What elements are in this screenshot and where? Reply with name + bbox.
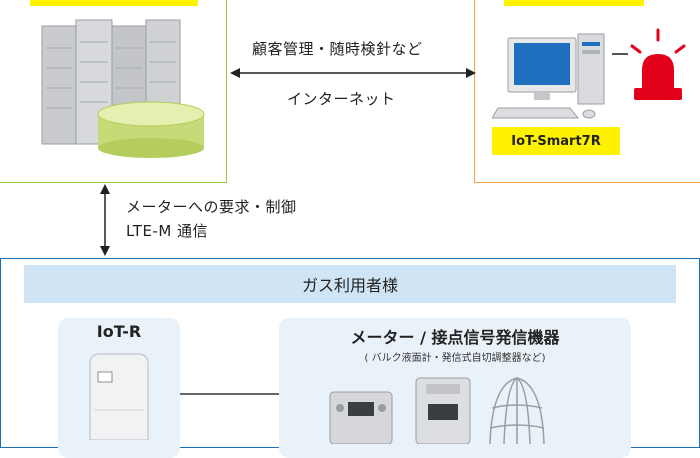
alarm-light-icon xyxy=(630,28,686,100)
gas-meter-icon xyxy=(329,391,393,444)
client-model-label: IoT-Smart7R xyxy=(492,127,620,155)
meter-panel-title: メーター / 接点信号発信機器 xyxy=(350,328,560,347)
meter-panel-note: ( バルク液面計・発信式自切調整器など) xyxy=(364,353,546,364)
connection-request-label: メーターへの要求・制御 xyxy=(126,198,297,216)
internet-arrow xyxy=(230,68,476,78)
bulk-gauge-icon xyxy=(489,377,545,444)
alarm-cable xyxy=(612,53,628,55)
connection-top-label: 顧客管理・随時検針など xyxy=(252,40,423,58)
gas-meter-icon-2 xyxy=(415,377,471,444)
users-section-title: ガス利用者様 xyxy=(24,265,676,303)
connection-lte-label: LTE-M 通信 xyxy=(126,222,209,240)
panel-connector xyxy=(180,393,280,395)
server-box-header-tab xyxy=(30,0,198,6)
client-box-header-tab xyxy=(504,0,644,6)
iot-r-device-icon xyxy=(89,353,149,440)
database-icon xyxy=(97,101,205,158)
server-side-box xyxy=(0,0,227,183)
lte-arrow xyxy=(100,184,110,256)
desktop-pc-icon xyxy=(492,33,605,119)
iot-r-title: IoT-R xyxy=(96,322,142,341)
connection-internet-label: インターネット xyxy=(287,90,396,108)
client-side-box xyxy=(474,0,700,183)
